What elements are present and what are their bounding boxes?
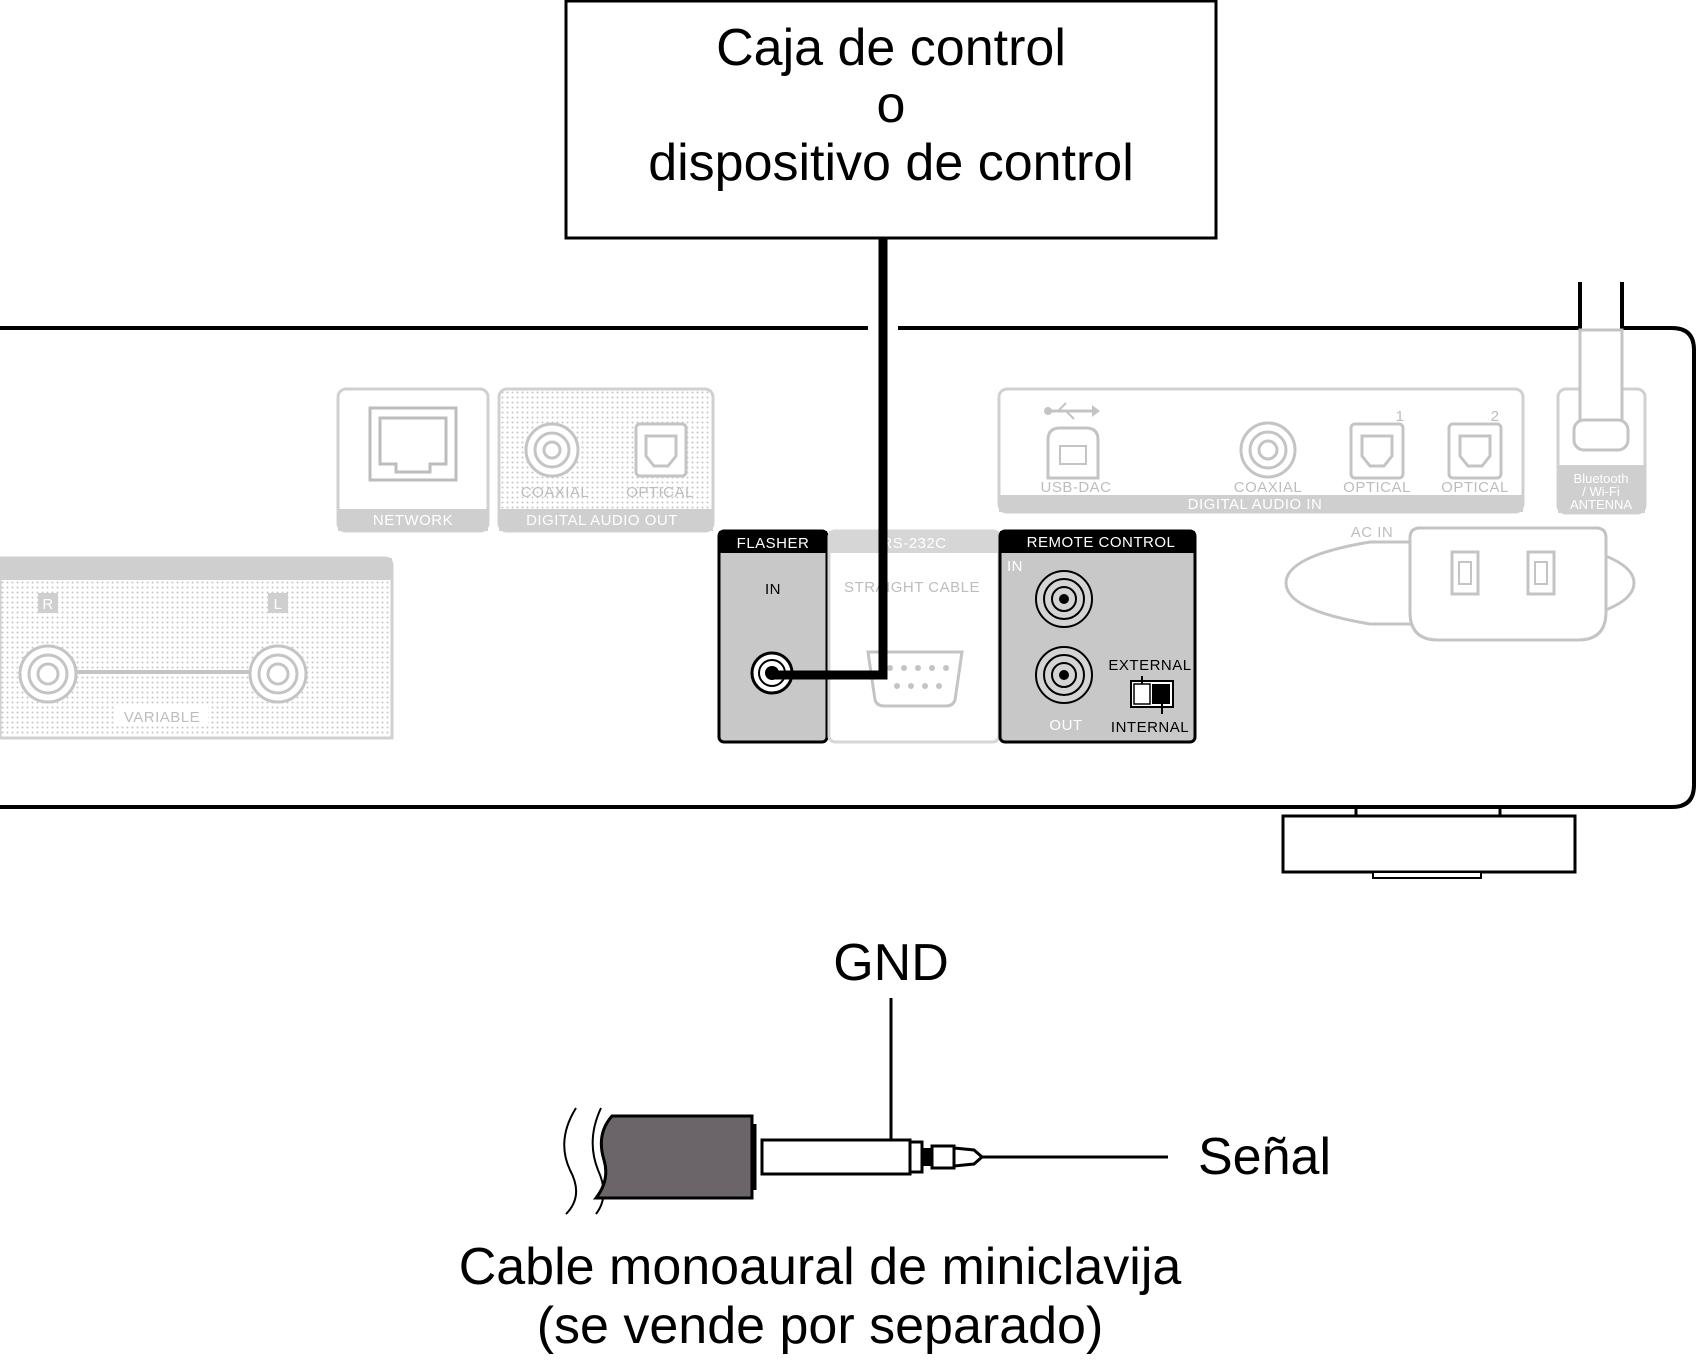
usb-b-port-icon xyxy=(1046,426,1100,480)
digital-audio-out-label: DIGITAL AUDIO OUT xyxy=(526,512,678,529)
flasher-label: FLASHER xyxy=(737,535,810,552)
variable-out-group: R L VARIABLE xyxy=(0,556,394,740)
coaxial-in-jack-icon xyxy=(1239,421,1297,479)
optical-in-1-jack-icon xyxy=(1349,422,1405,480)
usb-symbol-icon xyxy=(1044,402,1100,420)
flasher-in-label: IN xyxy=(765,581,781,598)
ac-in-label: AC IN xyxy=(1351,524,1394,541)
variable-label: VARIABLE xyxy=(124,709,200,726)
rs232c-label: RS-232C xyxy=(881,535,946,552)
optical-in-1-label: OPTICAL xyxy=(1343,479,1411,496)
ethernet-port-icon xyxy=(368,406,458,482)
network-label: NETWORK xyxy=(373,512,453,529)
variable-l-jack-icon xyxy=(248,644,308,704)
external-internal-switch-icon xyxy=(1130,676,1174,714)
coaxial-in-label: COAXIAL xyxy=(1234,479,1303,496)
control-box-line1: Caja de control xyxy=(716,19,1066,77)
optical-in-2-label: OPTICAL xyxy=(1441,479,1509,496)
connection-cable xyxy=(774,238,888,680)
internal-label: INTERNAL xyxy=(1111,719,1189,736)
remote-out-label: OUT xyxy=(1049,717,1082,734)
channel-l-label: L xyxy=(274,596,283,613)
network-port-group: NETWORK xyxy=(336,387,490,533)
antenna-label-line3: ANTENNA xyxy=(1570,497,1632,512)
digital-audio-in-group: DIGITAL AUDIO IN USB-DAC COAXIAL 1 OPTIC… xyxy=(997,387,1525,514)
caption-line1: Cable monoaural de miniclavija xyxy=(459,1238,1182,1296)
antenna-label-line2: / Wi-Fi xyxy=(1582,484,1620,499)
optical-out-jack-icon xyxy=(634,422,688,478)
control-box-line2: o xyxy=(877,76,906,134)
flasher-jack-icon xyxy=(750,651,794,695)
ac-in-group: AC IN xyxy=(1284,524,1636,642)
flasher-in-group: FLASHER IN xyxy=(717,529,829,744)
variable-r-jack-icon xyxy=(18,644,78,704)
remote-control-label: REMOTE CONTROL xyxy=(1027,534,1176,551)
channel-r-label: R xyxy=(42,596,53,613)
coaxial-out-label: COAXIAL xyxy=(521,484,590,501)
remote-control-group: REMOTE CONTROL IN OUT EXTERNAL INTERNAL xyxy=(998,529,1197,744)
device-rear-panel xyxy=(0,326,1696,879)
control-box: Caja de control o dispositivo de control xyxy=(564,0,1218,240)
control-box-line3: dispositivo de control xyxy=(648,134,1134,192)
ac-inlet-icon xyxy=(1284,526,1636,642)
digital-audio-out-group: DIGITAL AUDIO OUT COAXIAL OPTICAL xyxy=(497,387,715,533)
optical-out-label: OPTICAL xyxy=(626,484,694,501)
remote-in-jack-icon xyxy=(1035,570,1093,628)
optical-in-2-jack-icon xyxy=(1447,422,1503,480)
mono-mini-plug-icon xyxy=(563,1107,985,1215)
remote-out-jack-icon xyxy=(1035,646,1093,704)
antenna-icon xyxy=(1572,282,1630,452)
antenna-label-line1: Bluetooth xyxy=(1574,471,1629,486)
remote-in-label: IN xyxy=(1007,558,1023,575)
usb-dac-label: USB-DAC xyxy=(1040,479,1111,496)
optical-in-2-number: 2 xyxy=(1491,408,1500,425)
antenna-group: Bluetooth / Wi-Fi ANTENNA xyxy=(1556,282,1647,515)
coaxial-out-jack-icon xyxy=(524,422,580,478)
optical-in-1-number: 1 xyxy=(1396,408,1405,425)
gnd-label: GND xyxy=(833,934,949,992)
caption-line2: (se vende por separado) xyxy=(537,1297,1104,1355)
device-foot xyxy=(1281,807,1577,879)
external-label: EXTERNAL xyxy=(1108,657,1191,674)
rs232c-group: RS-232C STRAIGHT CABLE xyxy=(827,529,1001,744)
signal-label: Señal xyxy=(1198,1128,1331,1186)
dsub-port-icon xyxy=(866,650,964,708)
straight-cable-label: STRAIGHT CABLE xyxy=(844,579,980,596)
digital-audio-in-label: DIGITAL AUDIO IN xyxy=(1188,496,1323,513)
